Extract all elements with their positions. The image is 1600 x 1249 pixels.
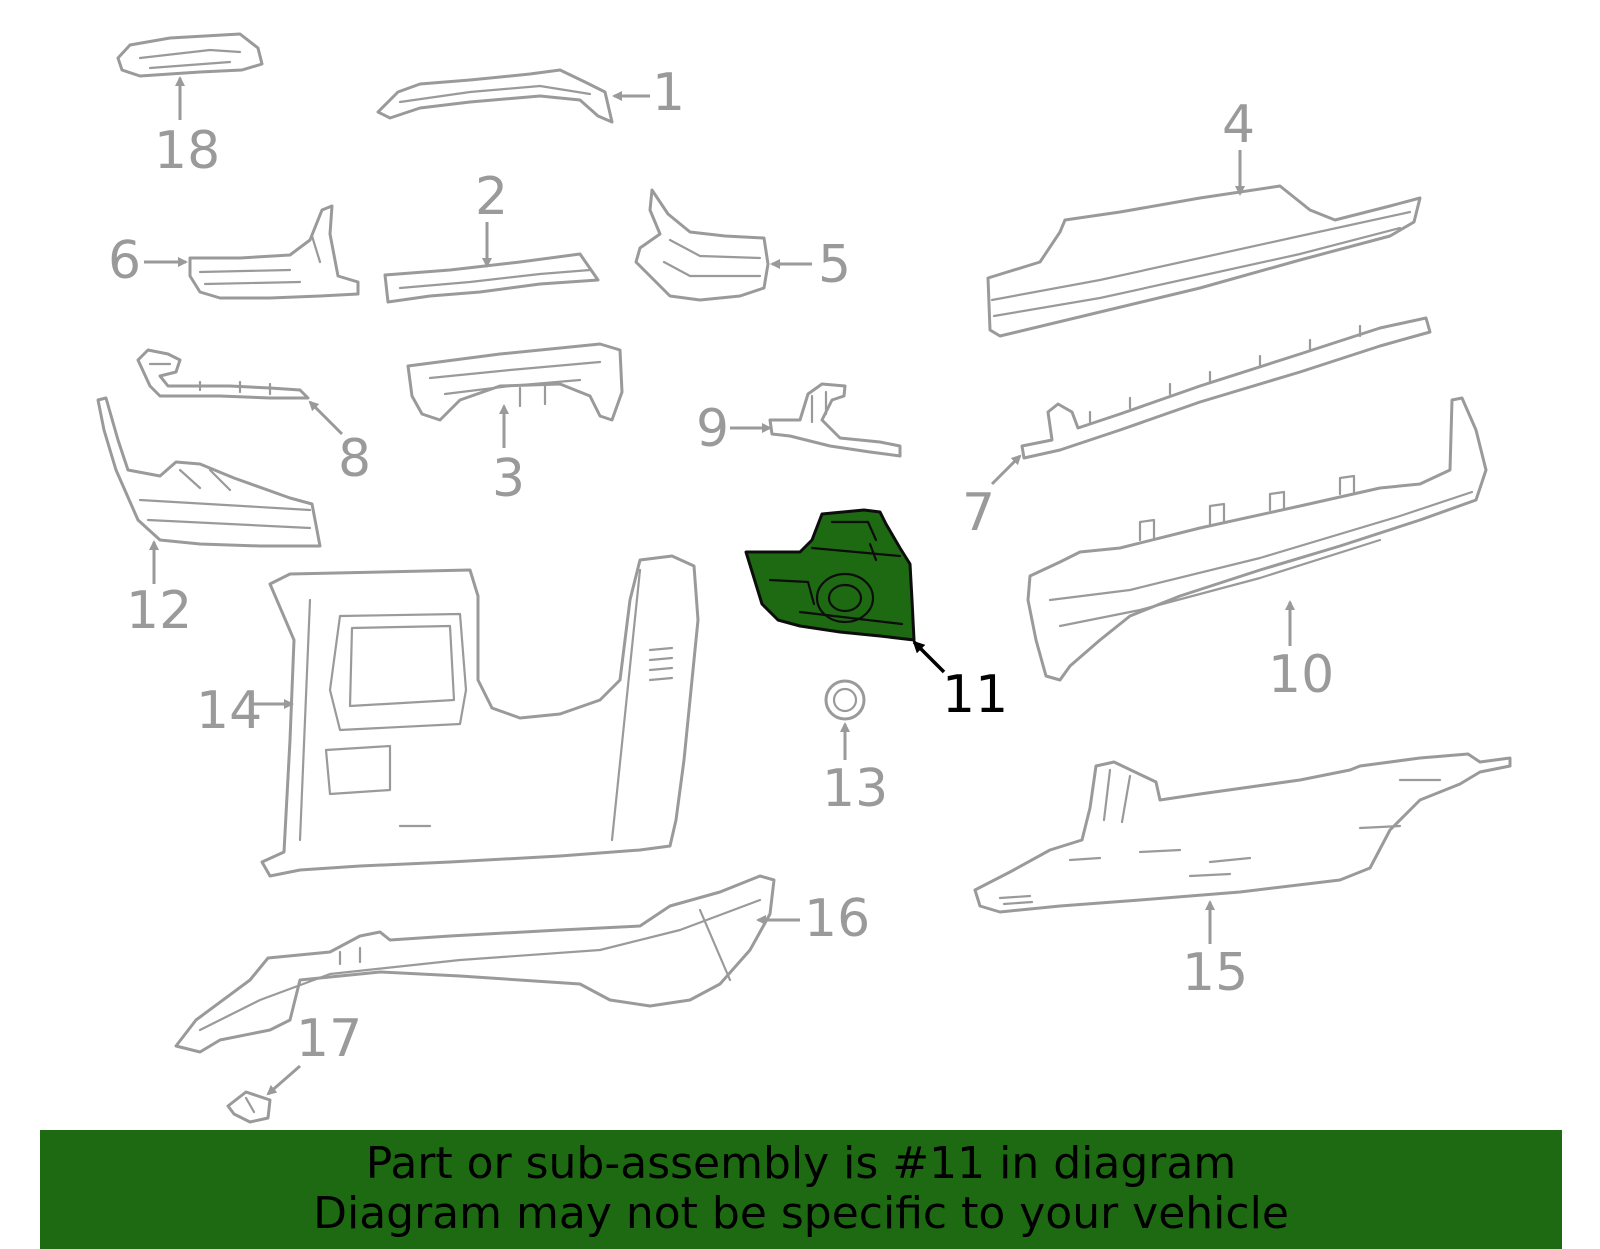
callout-14: 14 — [196, 681, 262, 741]
part-10-shape[interactable] — [1026, 396, 1488, 682]
part-12-shape[interactable] — [96, 396, 322, 548]
leader-17 — [266, 1064, 301, 1096]
leader-11 — [912, 640, 946, 674]
callout-3: 3 — [492, 449, 525, 509]
part-3-shape[interactable] — [406, 342, 624, 422]
callout-11: 11 — [942, 665, 1008, 725]
callout-10: 10 — [1268, 645, 1334, 705]
part-9-shape[interactable] — [768, 382, 902, 458]
leader-7 — [990, 454, 1022, 486]
callout-18: 18 — [154, 121, 220, 181]
banner-part-message: Part or sub-assembly is #11 in diagram — [365, 1138, 1237, 1189]
callout-1: 1 — [652, 63, 685, 123]
callout-4: 4 — [1222, 95, 1255, 155]
info-banner: Part or sub-assembly is #11 in diagram D… — [40, 1130, 1562, 1249]
callout-17: 17 — [296, 1009, 362, 1069]
callout-12: 12 — [126, 581, 192, 641]
part-2-shape[interactable] — [383, 252, 600, 304]
part-6-shape[interactable] — [188, 204, 360, 300]
callout-2: 2 — [475, 167, 508, 227]
part-11-highlighted-shape[interactable] — [744, 508, 916, 642]
callout-15: 15 — [1182, 943, 1248, 1003]
callout-13: 13 — [822, 759, 888, 819]
callout-16: 16 — [804, 889, 870, 949]
part-4-shape[interactable] — [986, 184, 1422, 338]
part-8-shape[interactable] — [136, 348, 310, 400]
part-5-shape[interactable] — [634, 188, 770, 302]
part-7-shape[interactable] — [1020, 316, 1432, 460]
callout-5: 5 — [818, 235, 851, 295]
leader-lines — [144, 76, 1295, 1096]
part-1-shape[interactable] — [376, 68, 614, 124]
part-15-shape[interactable] — [973, 752, 1512, 914]
callout-7: 7 — [962, 483, 995, 543]
part-18-shape[interactable] — [116, 32, 264, 78]
part-16-shape[interactable] — [174, 874, 776, 1054]
part-14-shape[interactable] — [260, 554, 700, 878]
callout-labels: 1 2 3 4 5 6 7 8 9 10 11 12 13 14 15 16 1… — [108, 63, 1334, 1069]
callout-9: 9 — [696, 399, 729, 459]
banner-disclaimer: Diagram may not be specific to your vehi… — [313, 1188, 1289, 1239]
part-17-shape[interactable] — [226, 1090, 272, 1124]
callout-8: 8 — [338, 429, 371, 489]
part-13-shape[interactable] — [824, 679, 866, 721]
leader-8 — [308, 400, 344, 436]
callout-6: 6 — [108, 231, 141, 291]
